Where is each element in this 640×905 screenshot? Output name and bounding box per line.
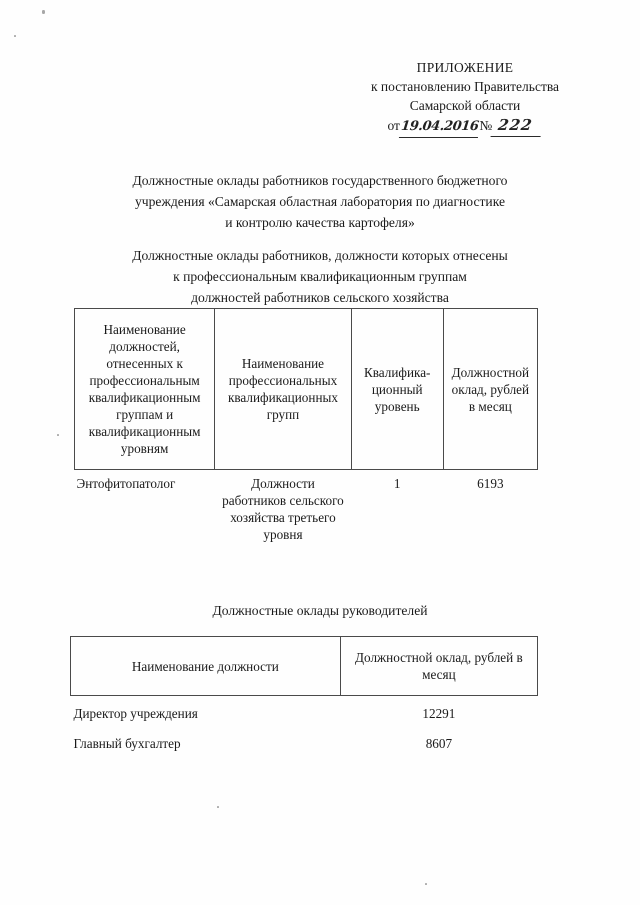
column-header-salary: Должностной оклад, рублей в месяц: [442, 308, 539, 470]
table-header: Наименование должности Должностной оклад…: [70, 636, 539, 696]
cell-group-name: Должности работников сельского хозяйства…: [222, 476, 344, 542]
column-header-qualification-level: Квалифика-ционный уровень: [350, 308, 444, 470]
scan-speck: [57, 434, 59, 436]
scan-speck: [42, 10, 45, 14]
section-caption-managers: Должностные оклады руководителей: [212, 603, 428, 618]
document-title-primary-line-1: Должностные оклады работников государств…: [132, 173, 508, 188]
cell-position-title: Главный бухгалтер: [73, 736, 181, 751]
table-row: Директор учреждения 12291: [71, 696, 538, 727]
column-header-group-name: Наименование профессиональных квалификац…: [214, 308, 352, 470]
document-title-primary-line-3: и контролю качества картофеля»: [225, 215, 415, 230]
column-header-manager-salary: Должностной оклад, рублей в месяц: [339, 636, 539, 696]
column-header-position-title: Наименование должности: [70, 636, 341, 696]
table-row: Энтофитопатолог Должности работников сел…: [75, 470, 538, 548]
number-prefix-label: №: [479, 118, 493, 133]
column-header-position-name: Наименование должностей, отнесенных к пр…: [73, 308, 216, 470]
table-row: Главный бухгалтер 8607: [71, 726, 538, 756]
handwritten-date-value: 19.04.2016: [398, 117, 481, 138]
salary-table-managers: Наименование должности Должностной оклад…: [70, 636, 539, 757]
table-header-row: Наименование должности Должностной оклад…: [70, 636, 539, 696]
appendix-reference-line-1: к постановлению Правительства: [370, 79, 560, 94]
document-subtitle-groups-line-3: должностей работников сельского хозяйств…: [191, 290, 449, 305]
cell-position-name: Энтофитопатолог: [76, 476, 176, 491]
scan-speck: [217, 806, 219, 808]
cell-manager-salary: 8607: [425, 736, 453, 751]
scan-speck: [425, 883, 427, 885]
salary-table-qualification-groups: Наименование должностей, отнесенных к пр…: [73, 308, 539, 548]
cell-salary: 6193: [477, 476, 504, 491]
document-subtitle-groups: Должностные оклады работников, должности…: [60, 245, 580, 308]
scan-speck: [14, 35, 16, 37]
appendix-label: ПРИЛОЖЕНИЕ: [416, 60, 514, 75]
table-header: Наименование должностей, отнесенных к пр…: [73, 308, 539, 470]
cell-qualification-level: 1: [393, 476, 401, 491]
document-title-primary-line-2: учреждения «Самарская областная лаборато…: [134, 194, 505, 209]
table-body: Энтофитопатолог Должности работников сел…: [75, 470, 538, 548]
table-header-row: Наименование должностей, отнесенных к пр…: [73, 308, 539, 470]
document-title-primary: Должностные оклады работников государств…: [60, 170, 580, 233]
date-prefix-label: от: [387, 118, 400, 133]
cell-position-title: Директор учреждения: [73, 706, 198, 721]
handwritten-number-value: 222: [490, 116, 545, 137]
document-subtitle-groups-line-1: Должностные оклады работников, должности…: [132, 248, 508, 263]
cell-manager-salary: 12291: [422, 706, 456, 721]
appendix-header: ПРИЛОЖЕНИЕ к постановлению Правительства…: [330, 58, 600, 138]
document-subtitle-groups-line-2: к профессиональным квалификационным груп…: [173, 269, 467, 284]
appendix-reference-line-2: Самарской области: [409, 98, 521, 113]
table-body: Директор учреждения 12291 Главный бухгал…: [71, 696, 538, 757]
